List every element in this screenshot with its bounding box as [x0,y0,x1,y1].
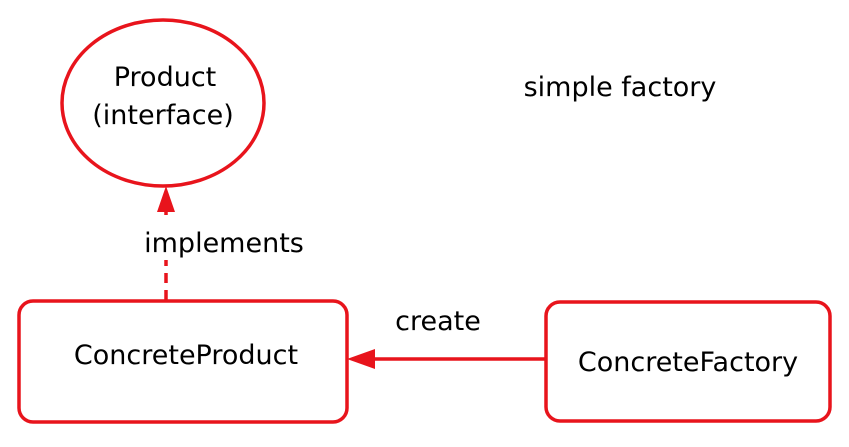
create-label: create [395,306,481,337]
create-edge: create [347,306,546,369]
product-interface-node: Product (interface) [60,18,266,188]
concrete-product-box [17,299,349,424]
concrete-product-label: ConcreteProduct [74,340,298,371]
implements-label-bg [126,222,326,260]
product-stereotype: (interface) [92,100,234,131]
concrete-factory-node: ConcreteFactory [544,300,832,423]
implements-label: implements [144,228,304,259]
implements-arrowhead [157,186,175,212]
concrete-factory-label: ConcreteFactory [578,347,798,378]
concrete-factory-box [544,300,832,423]
concrete-product-node: ConcreteProduct [17,299,349,424]
implements-edge: implements [126,186,326,300]
product-ellipse [60,18,266,188]
create-arrowhead [347,349,375,369]
product-name: Product [114,62,217,93]
diagram-title: simple factory [524,72,717,103]
